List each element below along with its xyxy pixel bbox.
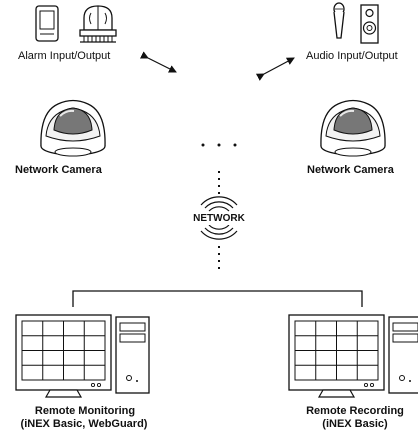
dome-camera-icon [320, 99, 386, 157]
remote-recording-software-label: (iNEX Basic) [322, 418, 388, 430]
audio-io-label: Audio Input/Output [306, 50, 398, 62]
alarm-io-label: Alarm Input/Output [18, 50, 111, 62]
network-uplink-dots [218, 171, 220, 194]
alarm-sensor-icon [35, 5, 59, 42]
audio-connection-arrow [255, 57, 295, 81]
more-cameras-ellipsis [201, 143, 237, 147]
network-camera-label-left: Network Camera [15, 164, 102, 176]
network-icon [200, 196, 238, 240]
computer-monitor-icon [288, 314, 385, 398]
network-downlink-dots [218, 246, 220, 269]
remote-recording-label: Remote Recording [306, 405, 404, 417]
computer-tower-icon [115, 316, 150, 394]
alarm-siren-icon [79, 5, 117, 43]
remote-monitoring-software-label: (iNEX Basic, WebGuard) [20, 418, 148, 430]
computer-monitor-icon [15, 314, 112, 398]
computer-tower-icon [388, 316, 418, 394]
alarm-connection-arrow [139, 51, 177, 73]
dome-camera-icon [40, 99, 106, 157]
remote-connection-bracket [72, 290, 363, 307]
speaker-icon [360, 4, 379, 44]
network-label: NETWORK [192, 212, 246, 225]
microphone-icon [333, 2, 345, 39]
network-camera-label-right: Network Camera [307, 164, 394, 176]
remote-monitoring-label: Remote Monitoring [34, 405, 136, 417]
